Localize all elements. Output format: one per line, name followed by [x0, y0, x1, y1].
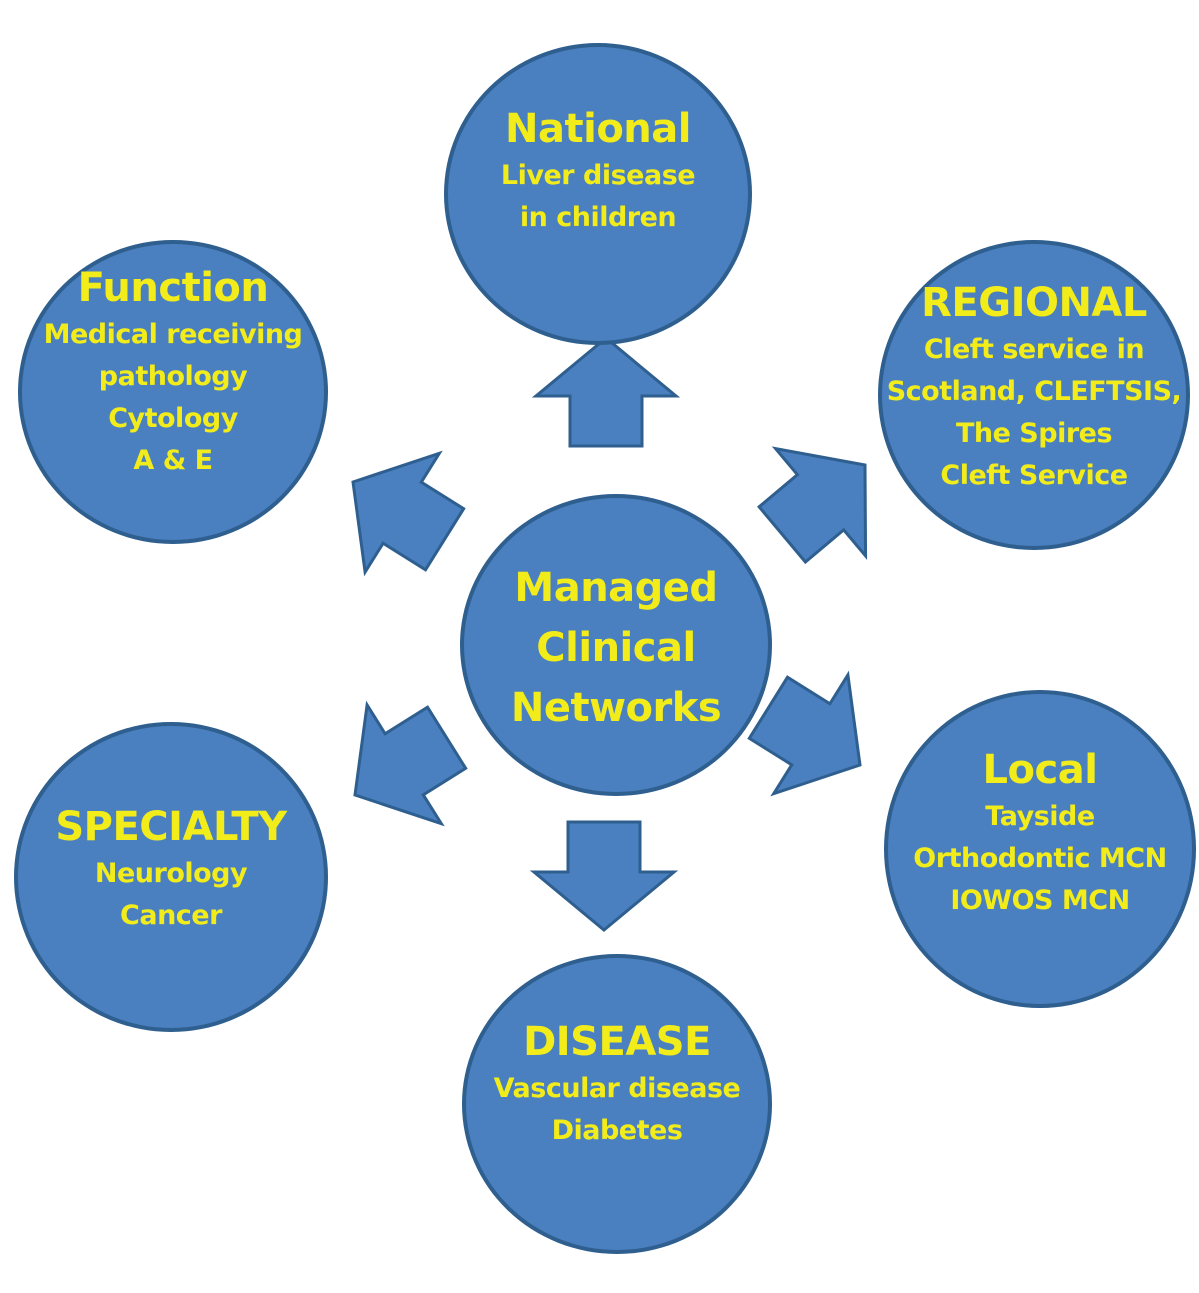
center-title-line: Networks [510, 685, 722, 731]
node-function-line: pathology [98, 361, 248, 392]
node-local: Local Tayside Orthodontic MCN IOWOS MCN [884, 690, 1196, 1008]
node-function: Function Medical receiving pathology Cyt… [18, 240, 328, 544]
arrow-upper-left-icon [351, 450, 466, 577]
arrow-upper-right-icon [757, 446, 868, 565]
node-specialty-line: Cancer [120, 900, 222, 931]
node-regional-line: Cleft Service [940, 460, 1128, 491]
node-function-line: Medical receiving [43, 319, 303, 350]
node-national-line: Liver disease [500, 160, 696, 191]
node-function-title: Function [77, 265, 269, 311]
arrow-lower-right-icon [747, 670, 862, 797]
node-regional-line: The Spires [955, 418, 1113, 449]
arrow-lower-left-icon [353, 700, 468, 827]
node-local-line: Tayside [985, 801, 1095, 832]
node-function-line: A & E [133, 445, 213, 476]
node-regional-title: REGIONAL [921, 280, 1147, 326]
node-regional-line: Scotland, CLEFTSIS, [886, 376, 1182, 407]
node-managed-clinical-networks: Managed Clinical Networks [460, 494, 772, 796]
node-national-title: National [505, 106, 691, 152]
node-disease-title: DISEASE [523, 1019, 711, 1065]
center-title-line: Managed [514, 565, 718, 611]
arrow-up-icon [531, 336, 681, 448]
node-disease-line: Diabetes [551, 1115, 683, 1146]
node-regional-line: Cleft service in [923, 334, 1145, 365]
node-disease-line: Vascular disease [493, 1073, 741, 1104]
node-function-line: Cytology [108, 403, 238, 434]
node-specialty: SPECIALTY Neurology Cancer [14, 722, 328, 1032]
node-national-line: in children [519, 202, 677, 233]
node-specialty-line: Neurology [94, 858, 248, 889]
node-local-title: Local [982, 747, 1098, 793]
node-local-line: IOWOS MCN [950, 885, 1130, 916]
node-specialty-title: SPECIALTY [55, 804, 287, 850]
node-disease: DISEASE Vascular disease Diabetes [462, 954, 772, 1254]
node-regional: REGIONAL Cleft service in Scotland, CLEF… [878, 240, 1190, 550]
node-local-line: Orthodontic MCN [913, 843, 1167, 874]
center-title-line: Clinical [536, 625, 696, 671]
node-national: National Liver disease in children [444, 43, 752, 345]
arrow-down-icon [529, 820, 679, 932]
